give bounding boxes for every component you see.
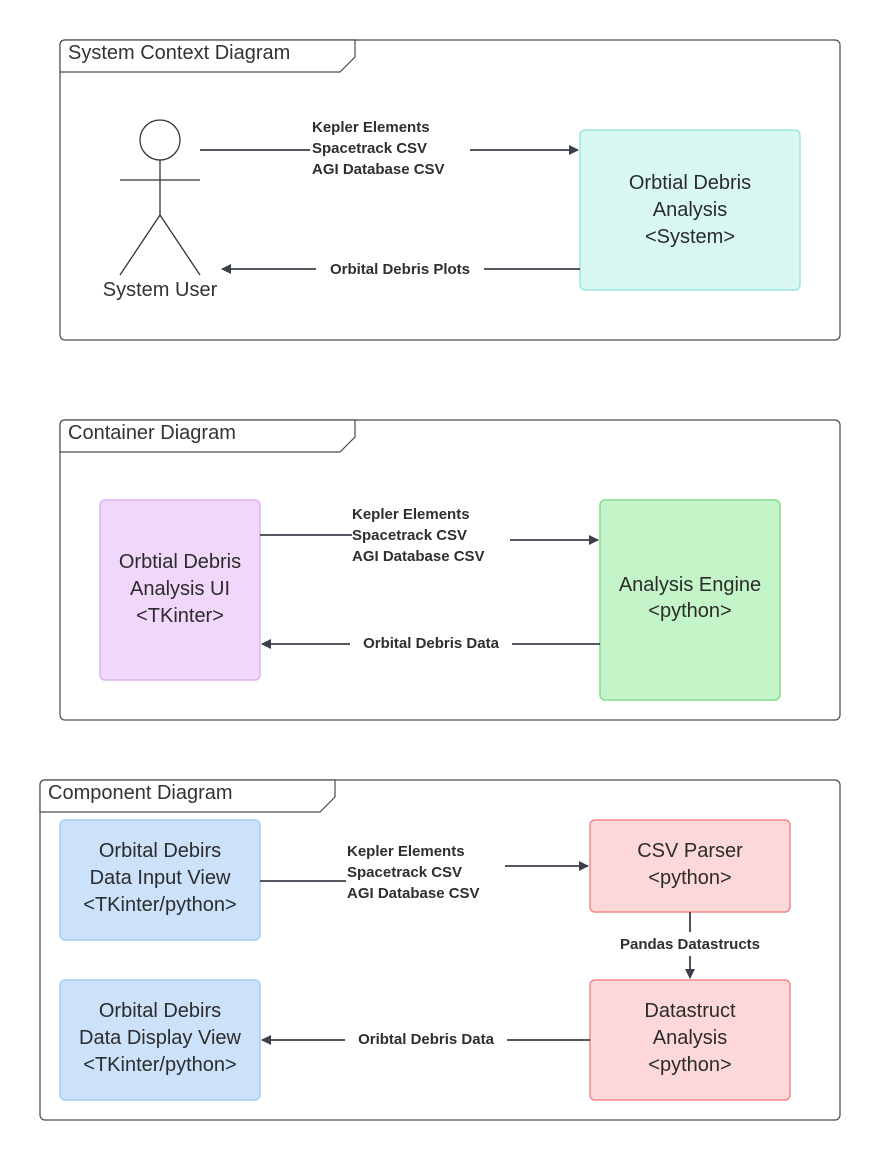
output-edge-label: Orbital Debris Data [363, 635, 500, 652]
analysis-box-line3: <python> [648, 1054, 731, 1076]
frame-title: System Context Diagram [68, 42, 290, 64]
display-view-line3: <TKinter/python> [83, 1054, 236, 1076]
engine-box-line2: <python> [648, 600, 731, 622]
display-view-line1: Orbital Debirs [99, 1000, 221, 1022]
actor-label: System User [103, 279, 218, 301]
input-edge-label-2: Spacetrack CSV [312, 140, 427, 157]
input-edge-label-1: Kepler Elements [352, 506, 470, 523]
analysis-box-line1: Datastruct [644, 1000, 736, 1022]
input-edge-label-3: AGI Database CSV [312, 161, 445, 178]
system-box-line3: <System> [645, 226, 735, 248]
frame-tab [59, 419, 356, 453]
stick-figure-icon [119, 119, 201, 276]
frame-tab [59, 39, 356, 73]
input-edge-label-3: AGI Database CSV [352, 548, 485, 565]
engine-box [599, 499, 781, 701]
input-view-line3: <TKinter/python> [83, 894, 236, 916]
display-view-box [59, 979, 261, 1101]
input-edge-label-3: AGI Database CSV [347, 885, 480, 902]
input-edge-label-2: Spacetrack CSV [352, 527, 467, 544]
display-view-line2: Data Display View [79, 1027, 241, 1049]
frame-title: Component Diagram [48, 782, 233, 804]
input-view-box [59, 819, 261, 941]
parser-box-line1: CSV Parser [637, 840, 743, 862]
input-edge-label-1: Kepler Elements [347, 843, 465, 860]
frame-title: Container Diagram [68, 422, 236, 444]
output-edge-label: Orbital Debris Plots [330, 261, 470, 278]
input-view-line2: Data Input View [90, 867, 231, 889]
system-box-line1: Orbtial Debris [629, 172, 751, 194]
ui-box-line3: <TKinter> [136, 605, 224, 627]
ui-box-line1: Orbtial Debris [119, 551, 241, 573]
output-edge-label: Oribtal Debris Data [358, 1031, 495, 1048]
ui-box [99, 499, 261, 681]
frame-tab [39, 779, 336, 813]
component-frame: Component Diagram Orbital Debirs Data In… [39, 779, 841, 1121]
input-edge-label-2: Spacetrack CSV [347, 864, 462, 881]
system-context-frame: System Context Diagram System User Orbti… [59, 39, 841, 341]
system-box-line2: Analysis [653, 199, 727, 221]
parser-box [589, 819, 791, 913]
input-view-line1: Orbital Debirs [99, 840, 221, 862]
container-frame: Container Diagram Orbtial Debris Analysi… [59, 419, 841, 721]
input-edge-label-1: Kepler Elements [312, 119, 430, 136]
parser-box-line2: <python> [648, 867, 731, 889]
system-box [579, 129, 801, 291]
mid-edge-label: Pandas Datastructs [620, 936, 760, 953]
ui-box-line2: Analysis UI [130, 578, 230, 600]
engine-box-line1: Analysis Engine [619, 574, 761, 596]
analysis-box-line2: Analysis [653, 1027, 727, 1049]
